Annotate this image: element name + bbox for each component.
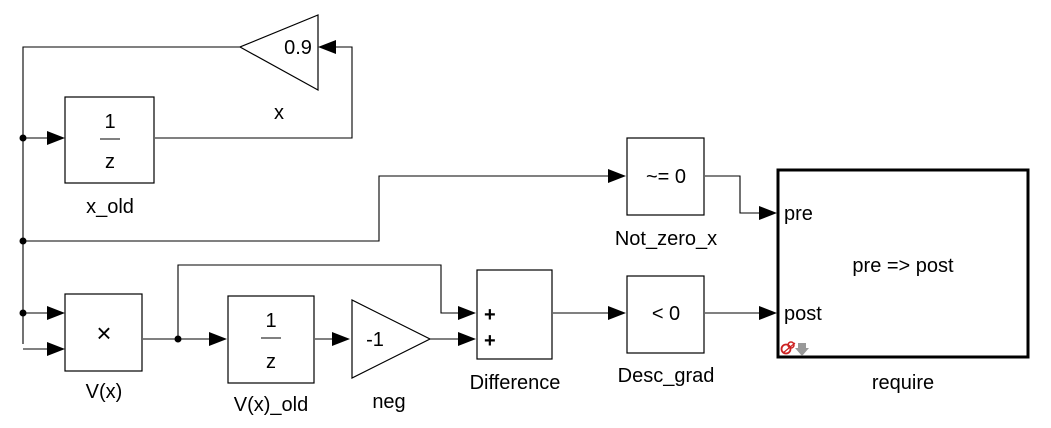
desc-grad-label: Desc_grad	[618, 365, 715, 387]
arrow-into-vx-1	[47, 306, 65, 320]
difference-sign-1: +	[484, 304, 496, 326]
arrow-into-vxold	[209, 332, 227, 346]
product-block-v-x[interactable]: ×	[64, 293, 143, 372]
neg-label: neg	[372, 391, 405, 413]
v-x-old-numerator: 1	[265, 310, 276, 332]
branch-point-vx	[174, 335, 182, 343]
compare-block-desc-grad[interactable]: < 0	[626, 275, 705, 354]
require-expression: pre => post	[852, 255, 954, 277]
require-port-post: post	[784, 303, 822, 325]
delay-block-v-x-old[interactable]: 1 z	[227, 295, 315, 384]
wire-notzero-to-pre	[705, 175, 767, 214]
arrow-into-xold	[47, 131, 65, 145]
compare-block-not-zero-x[interactable]: ~= 0	[626, 137, 705, 216]
neg-value: -1	[366, 329, 384, 351]
x-old-label: x_old	[86, 196, 134, 218]
require-subsystem-block[interactable]: pre post pre => post	[776, 168, 1030, 359]
v-x-label: V(x)	[86, 381, 123, 403]
arrow-into-gain	[318, 40, 336, 54]
arrow-into-neg	[332, 332, 350, 346]
v-x-operator: ×	[96, 318, 111, 348]
not-zero-x-expression: ~= 0	[646, 166, 686, 188]
not-zero-x-label: Not_zero_x	[615, 228, 717, 250]
requirement-badge-icon	[780, 341, 809, 356]
require-port-pre: pre	[784, 203, 813, 225]
difference-label: Difference	[470, 372, 561, 394]
arrow-into-post	[759, 306, 777, 320]
require-label: require	[872, 372, 934, 394]
arrow-into-vx-2	[47, 342, 65, 356]
branch-point-top	[19, 134, 27, 142]
arrow-into-notzero	[608, 169, 626, 183]
sum-block-difference[interactable]: + +	[476, 269, 553, 360]
delay-block-x-old[interactable]: 1 z	[64, 96, 155, 184]
x-old-denominator: z	[105, 151, 115, 173]
branch-point-bottom	[19, 309, 27, 317]
gain-block-neg[interactable]: -1	[351, 299, 432, 379]
arrow-into-pre	[759, 206, 777, 220]
gain-x-label: x	[274, 102, 284, 124]
v-x-old-denominator: z	[266, 351, 276, 373]
arrow-into-descgrad	[608, 306, 626, 320]
wire-branch-to-diff1	[177, 264, 466, 339]
wire-gain-to-bus	[22, 46, 240, 344]
wire-xold-to-gain	[155, 46, 353, 139]
gain-block-x[interactable]: 0.9	[238, 14, 319, 92]
branch-point-mid	[19, 237, 27, 245]
v-x-old-label: V(x)_old	[234, 394, 308, 416]
x-old-numerator: 1	[104, 111, 115, 133]
wire-bus-to-notzero	[23, 175, 616, 242]
gain-x-value: 0.9	[284, 37, 312, 59]
desc-grad-expression: < 0	[652, 303, 680, 325]
difference-sign-2: +	[484, 330, 496, 352]
arrow-into-diff-1	[458, 306, 476, 320]
arrow-into-diff-2	[458, 332, 476, 346]
